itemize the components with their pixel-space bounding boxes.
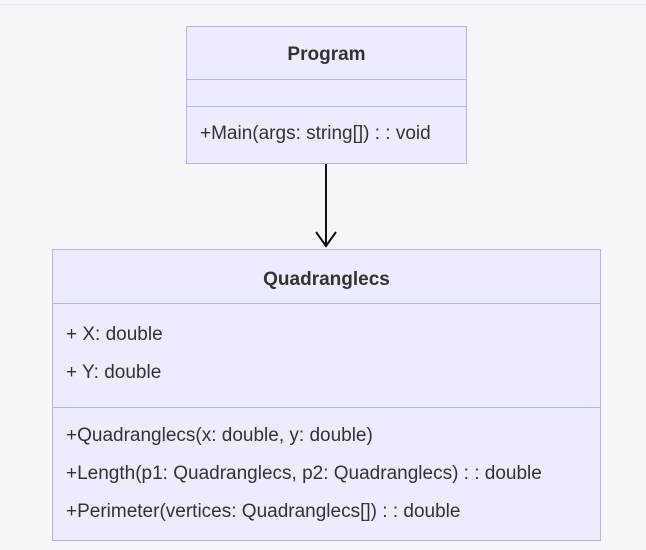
attributes-compartment: + X: double + Y: double — [53, 303, 600, 407]
class-quadranglecs[interactable]: Quadranglecs + X: double + Y: double +Qu… — [52, 249, 601, 541]
method-length: +Length(p1: Quadranglecs, p2: Quadrangle… — [66, 463, 542, 484]
class-program[interactable]: Program +Main(args: string[]) : : void — [186, 26, 467, 164]
arrow-head-icon — [315, 231, 337, 248]
attributes-compartment — [187, 79, 466, 106]
top-divider — [0, 4, 646, 5]
methods-compartment: +Quadranglecs(x: double, y: double) +Len… — [53, 407, 600, 531]
methods-compartment: +Main(args: string[]) : : void — [187, 106, 466, 153]
class-name: Program — [287, 44, 366, 65]
attribute-y: + Y: double — [66, 362, 162, 383]
attribute-x: + X: double — [66, 324, 163, 345]
method-constructor: +Quadranglecs(x: double, y: double) — [66, 425, 373, 446]
class-name: Quadranglecs — [263, 269, 390, 290]
method-main: +Main(args: string[]) : : void — [200, 123, 431, 144]
method-perimeter: +Perimeter(vertices: Quadranglecs[]) : :… — [66, 501, 461, 522]
